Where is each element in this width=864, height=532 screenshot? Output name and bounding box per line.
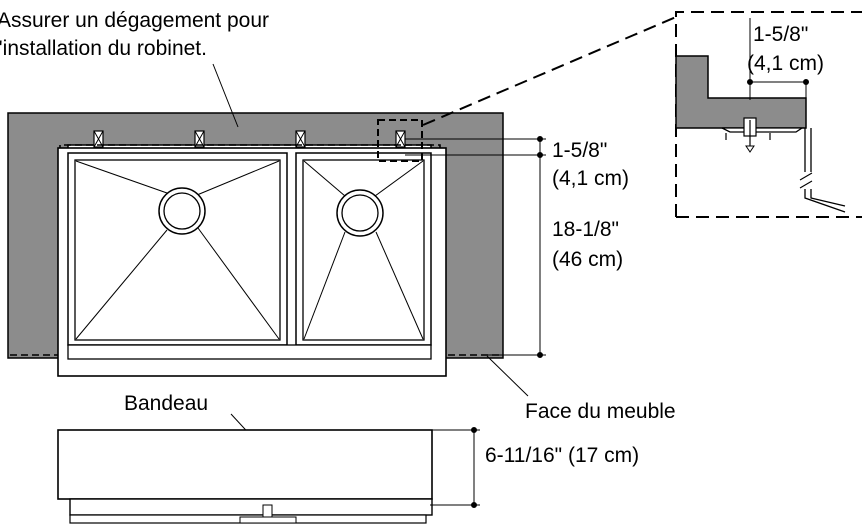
clearance-note-line2: l'installation du robinet. xyxy=(0,37,207,60)
clearance-leader xyxy=(212,63,239,128)
clearance-note-line1: Assurer un dégagement pour xyxy=(0,9,269,32)
depth-dimension-line2: (46 cm) xyxy=(552,248,623,271)
large-basin xyxy=(67,152,288,346)
detail-frame xyxy=(675,11,862,217)
cabinet-face-leader xyxy=(486,355,529,397)
detail-dimension-line1: 1-5/8" xyxy=(753,23,808,46)
small-basin xyxy=(295,152,432,346)
faucet-clearance-markers xyxy=(93,130,406,148)
depth-dimension-line1: 18-1/8" xyxy=(552,218,619,241)
cabinet-face-label: Face du meuble xyxy=(525,400,676,423)
detail-leader xyxy=(422,16,677,126)
apron-dimension-label: 6-11/16" (17 cm) xyxy=(485,444,639,467)
apron-label: Bandeau xyxy=(124,392,208,415)
dimension-lines xyxy=(405,136,546,358)
apron-front xyxy=(57,427,480,524)
detail-source-box xyxy=(377,119,423,162)
detail-dimension-line2: (4,1 cm) xyxy=(747,52,824,75)
cabinet-outline-dashed xyxy=(10,144,500,356)
small-basin-drain xyxy=(336,189,384,237)
large-basin-drain xyxy=(158,187,206,235)
detail-callout xyxy=(377,11,862,218)
rim-dimension-line1: 1-5/8" xyxy=(552,139,607,162)
detail-section xyxy=(675,18,846,213)
rim-dimension-line2: (4,1 cm) xyxy=(552,167,629,190)
sink xyxy=(57,147,447,377)
